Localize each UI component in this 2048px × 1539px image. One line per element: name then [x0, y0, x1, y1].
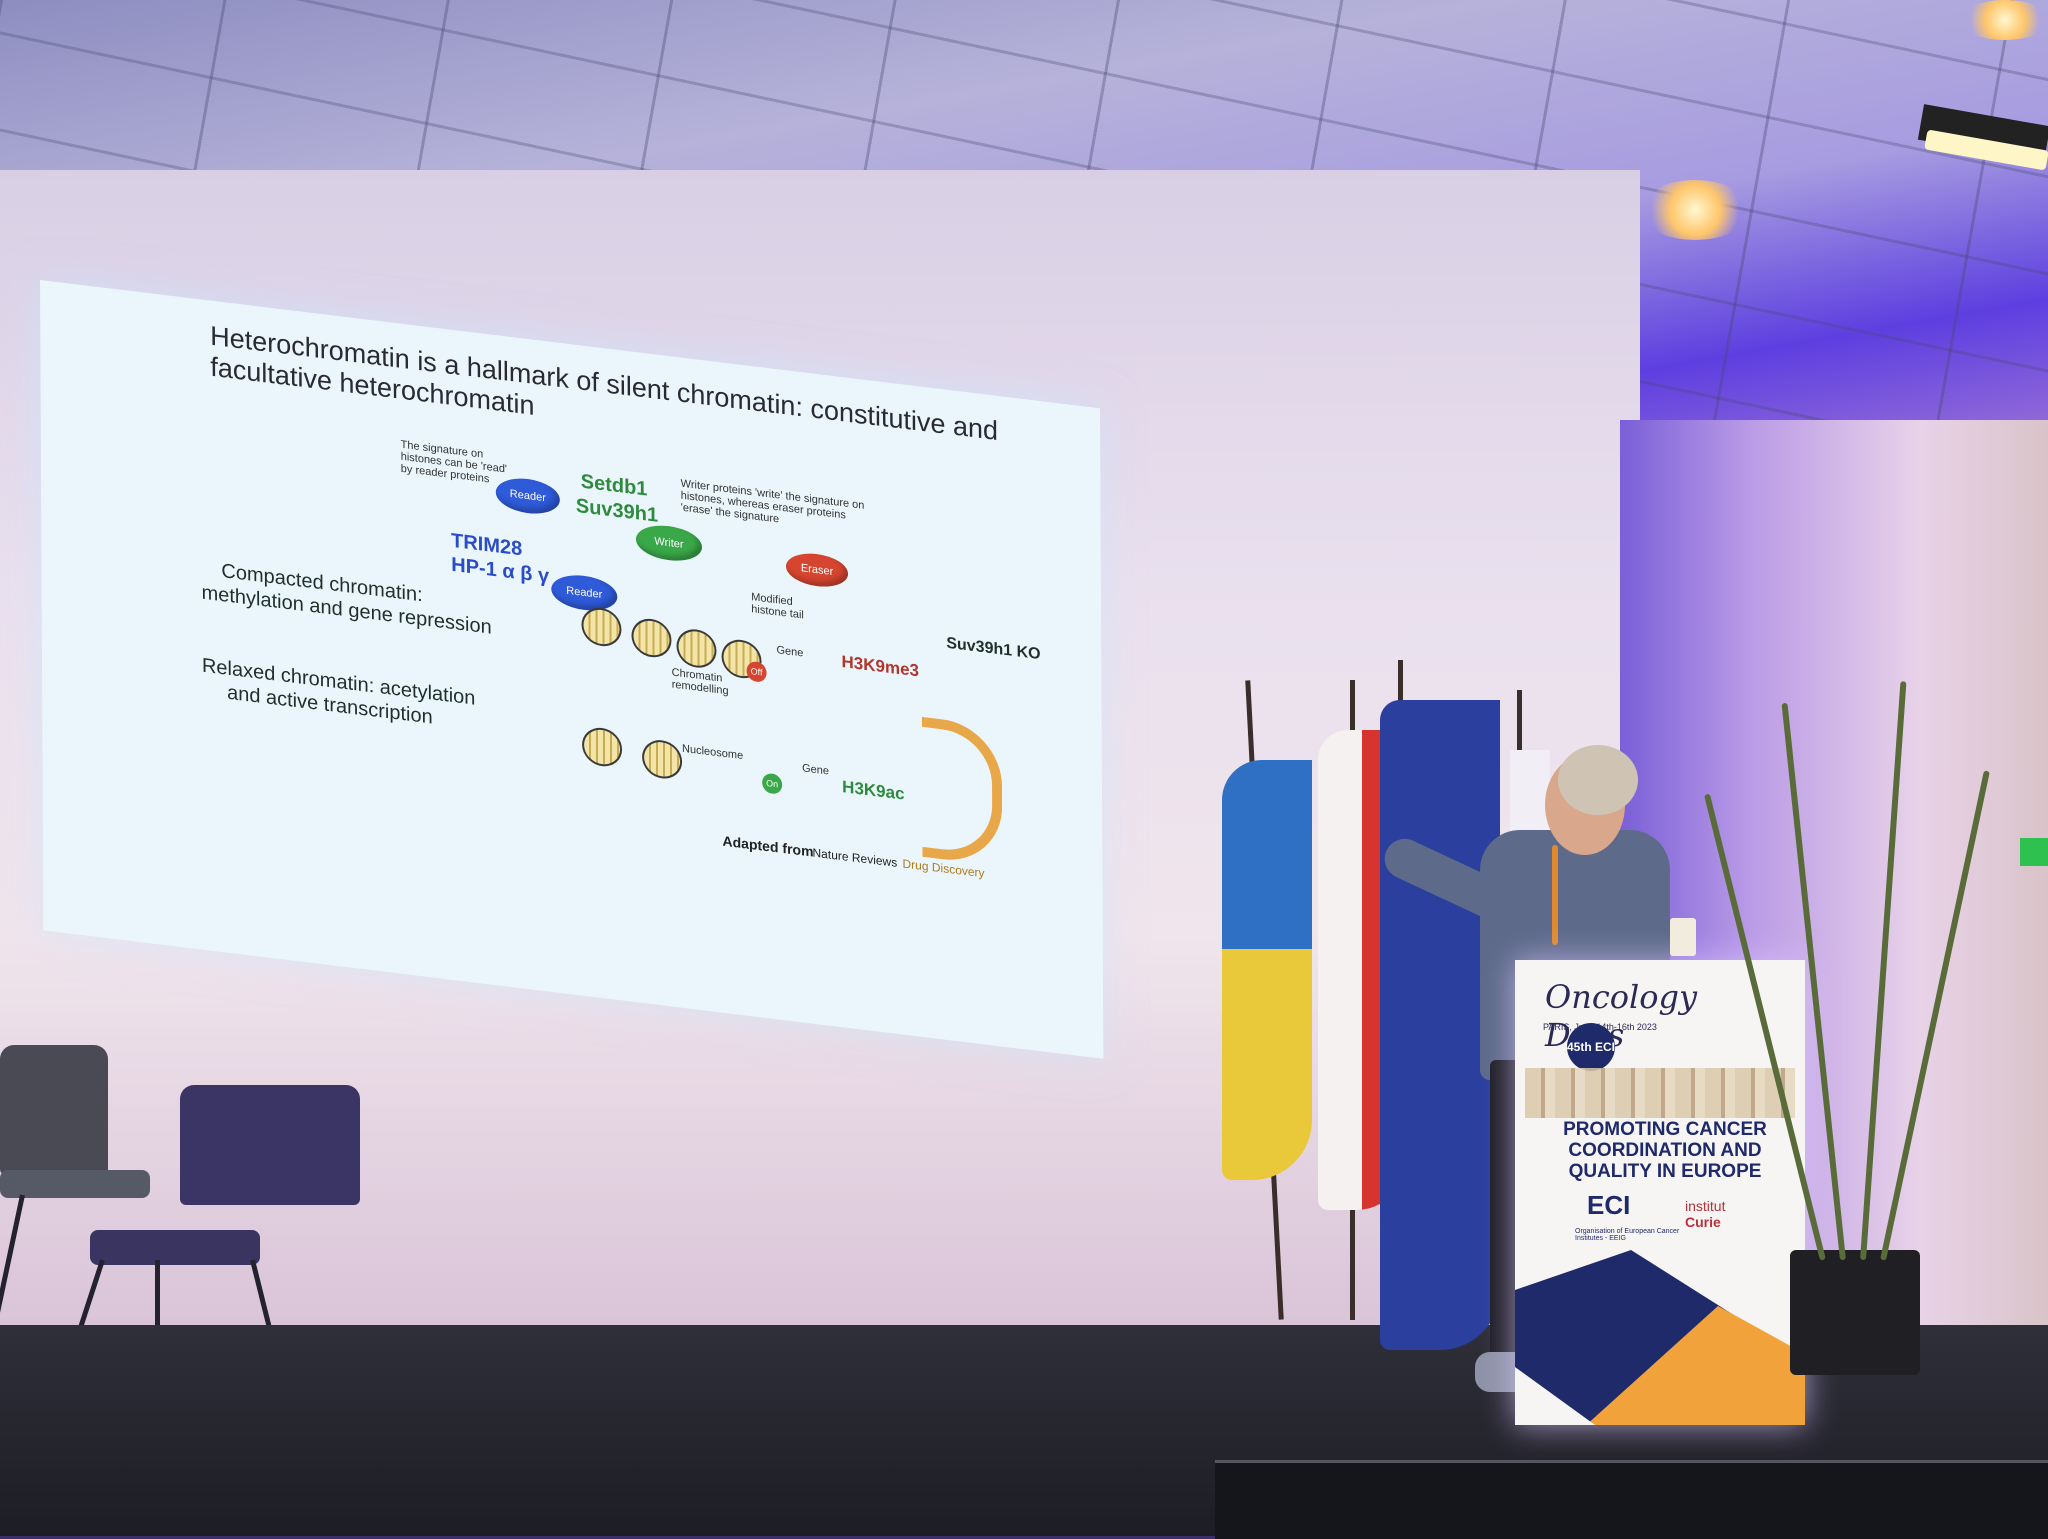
- ko-label: Suv39h1 KO: [946, 634, 1041, 664]
- exit-sign: [2020, 838, 2048, 866]
- gene-on-label: Gene: [802, 762, 830, 778]
- plant-pot: [1790, 1250, 1920, 1375]
- eci-logo: ECI: [1587, 1190, 1631, 1220]
- eci-org-name: Organisation of European Cancer Institut…: [1575, 1228, 1680, 1242]
- chair-left-seat: [0, 1170, 150, 1198]
- speaker-hair: [1558, 745, 1638, 815]
- on-indicator: On: [762, 772, 783, 795]
- ko-arrow: [921, 716, 1003, 867]
- headline-line-3: QUALITY IN EUROPE: [1568, 1160, 1762, 1182]
- chair-right-seat: [90, 1230, 260, 1265]
- writer-oval: Writer: [635, 522, 703, 565]
- chair-left-back: [0, 1045, 108, 1175]
- chair-right-back: [180, 1085, 360, 1205]
- nucleosome: [642, 737, 683, 781]
- source-journal: Nature Reviews: [812, 845, 898, 870]
- nucleosome-label: Nucleosome: [682, 742, 744, 763]
- nucleosome: [631, 616, 672, 660]
- reader-oval-top: Reader: [495, 475, 560, 517]
- headline-line-1: PROMOTING CANCER: [1563, 1119, 1767, 1140]
- podium-banner: Oncology Days PARIS, June 14th-16th 2023…: [1515, 960, 1805, 1425]
- ceiling-spotlight: [1960, 0, 2048, 40]
- gene-off-label: Gene: [776, 644, 804, 660]
- modified-tail-label: Modified histone tail: [751, 591, 804, 622]
- hp1-label: HP-1 α β γ: [451, 553, 550, 588]
- source-section: Drug Discovery: [902, 856, 985, 881]
- ceiling-spotlight: [1640, 180, 1750, 240]
- nucleosome: [676, 627, 717, 670]
- podium-title: Oncology Days: [1545, 978, 1698, 1054]
- writer-note: Writer proteins 'write' the signature on…: [680, 477, 865, 526]
- reader-oval-bottom: Reader: [551, 571, 618, 614]
- podium-headline: PROMOTING CANCER COORDINATION AND QUALIT…: [1555, 1119, 1775, 1183]
- reader-note: The signature on histones can be 'read' …: [400, 438, 508, 486]
- nucleosome: [581, 725, 623, 769]
- stage-edge: [1215, 1460, 2048, 1539]
- adapted-from-label: Adapted from: [722, 832, 814, 860]
- h3k9me3-label: H3K9me3: [841, 652, 920, 681]
- off-indicator: Off: [746, 660, 767, 683]
- curie-logo-line1: institut: [1685, 1198, 1726, 1214]
- coffee-cup: [1670, 918, 1696, 956]
- eraser-oval: Eraser: [785, 550, 849, 590]
- paris-skyline-illustration: [1525, 1068, 1795, 1118]
- speaker-lanyard: [1552, 845, 1558, 945]
- nucleosome: [581, 605, 622, 649]
- podium-badge: 45th ECI: [1567, 1023, 1615, 1071]
- projected-slide: Heterochromatin is a hallmark of silent …: [40, 280, 1104, 1059]
- ukraine-flag: [1222, 760, 1312, 1180]
- headline-line-2: COORDINATION AND: [1568, 1139, 1762, 1161]
- curie-logo-line2: Curie: [1685, 1214, 1721, 1230]
- chair-leg: [155, 1260, 160, 1380]
- h3k9ac-label: H3K9ac: [842, 777, 905, 804]
